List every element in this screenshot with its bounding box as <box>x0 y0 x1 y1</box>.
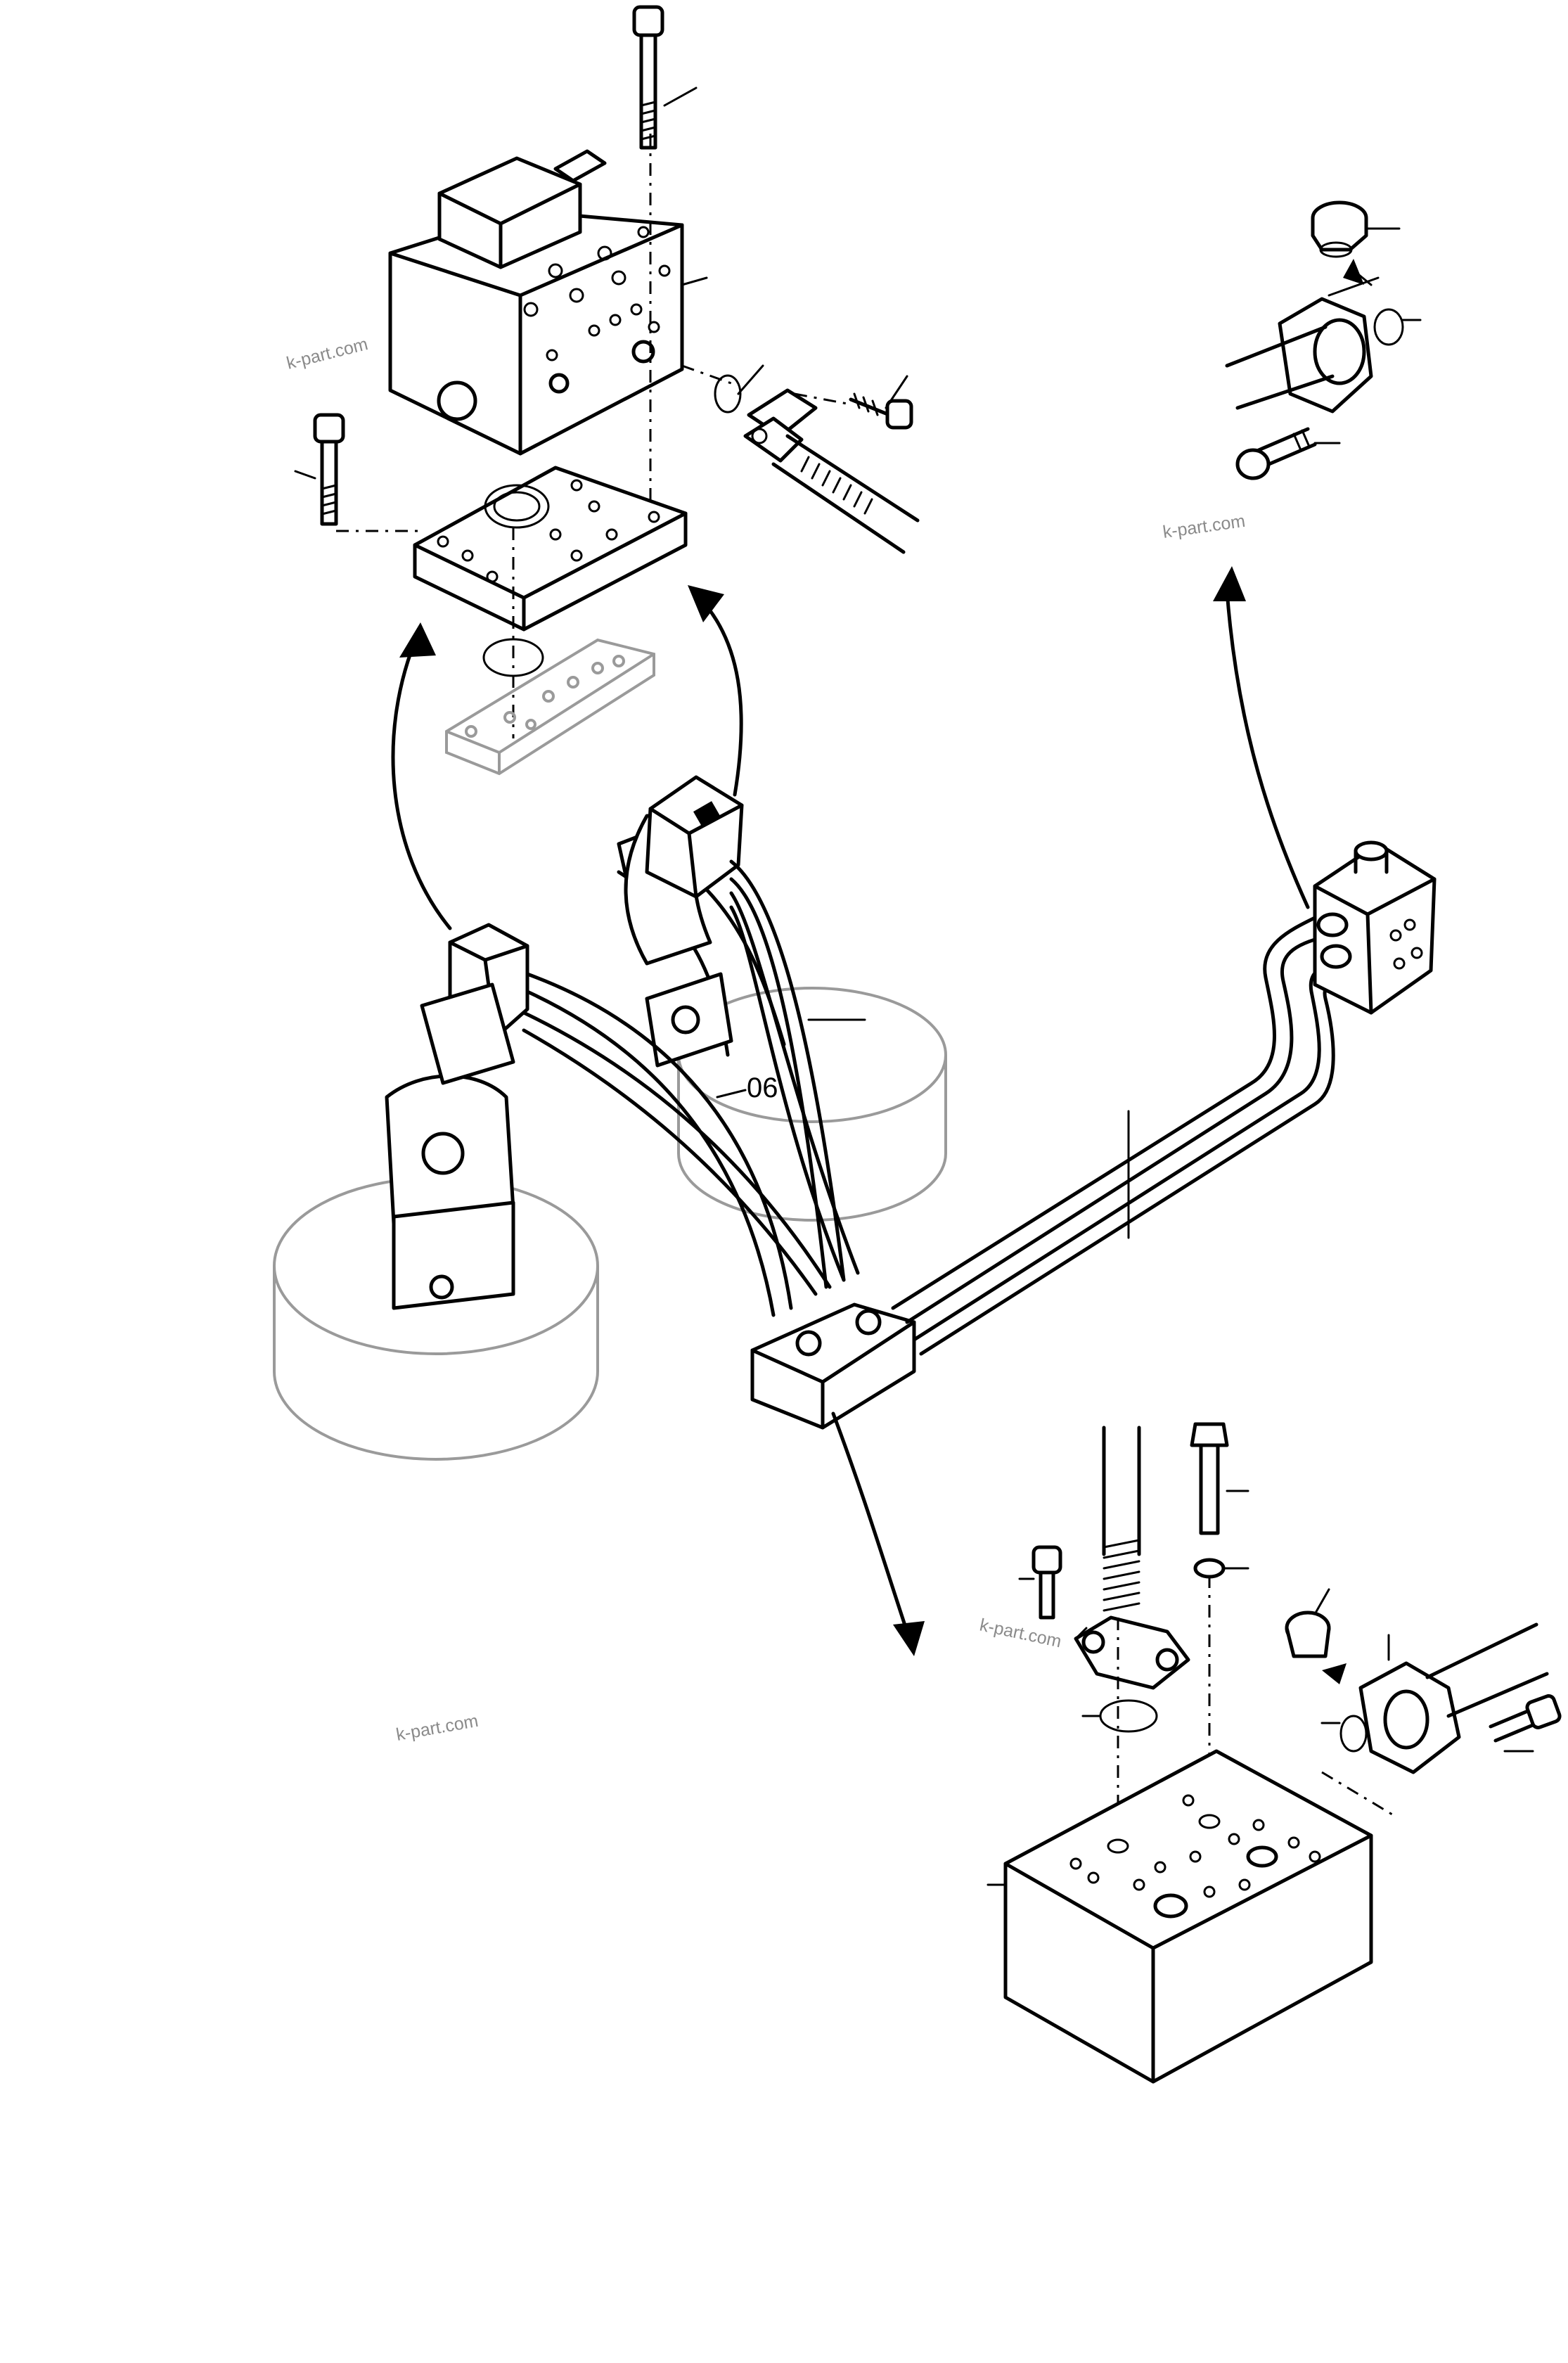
hex-bolt <box>1190 1422 1249 1579</box>
flange-half <box>1225 276 1380 414</box>
arrowhead-icon <box>1343 259 1364 285</box>
valve-block <box>388 149 708 456</box>
base-manifold <box>987 1749 1373 2084</box>
plug-fitting <box>1311 200 1401 258</box>
arrow-curve <box>831 1411 909 1634</box>
hose-bundle <box>522 859 860 1317</box>
watermark: k-part.com <box>978 1615 1063 1651</box>
arrowhead-icon <box>893 1621 925 1656</box>
callout-leader <box>716 1089 747 1099</box>
hydraulic-tubes <box>891 912 1345 1356</box>
right-valve-block <box>1313 840 1437 1015</box>
split-flange <box>1074 1615 1190 1690</box>
rear-motor-valve <box>645 775 744 899</box>
o-ring <box>1339 1715 1368 1753</box>
manifold-block <box>750 1302 916 1430</box>
o-ring <box>1099 1699 1158 1733</box>
watermark: k-part.com <box>1162 511 1247 542</box>
base-manifold-gray <box>445 638 655 776</box>
arrowhead-icon <box>1213 566 1246 601</box>
o-ring <box>482 638 544 677</box>
top-bolt <box>632 5 698 150</box>
flange-half <box>1358 1622 1549 1774</box>
hose-label: 06 <box>747 1072 778 1103</box>
mounting-plate <box>413 466 688 632</box>
socket-bolt <box>1018 1545 1062 1620</box>
arrow-curve <box>694 592 743 797</box>
hose-top <box>771 434 920 554</box>
o-ring <box>1373 308 1404 346</box>
flange-bolt <box>1489 1694 1562 1753</box>
port-connector <box>681 364 818 463</box>
flange-bolt <box>794 375 913 430</box>
watermark: k-part.com <box>285 334 370 373</box>
arrowhead-icon <box>399 622 436 658</box>
arrowhead-icon <box>688 585 724 622</box>
arrowhead-icon <box>1322 1663 1347 1684</box>
front-motor <box>273 1074 599 1461</box>
arrow-curve <box>391 631 452 930</box>
arrow-curve <box>1225 589 1310 909</box>
plug-fitting <box>1285 1588 1331 1658</box>
vertical-hose <box>1102 1426 1141 1612</box>
watermark: k-part.com <box>394 1711 480 1745</box>
left-bolt <box>294 413 345 526</box>
flange-bolt <box>1235 427 1341 480</box>
front-motor-valve <box>420 923 529 1085</box>
